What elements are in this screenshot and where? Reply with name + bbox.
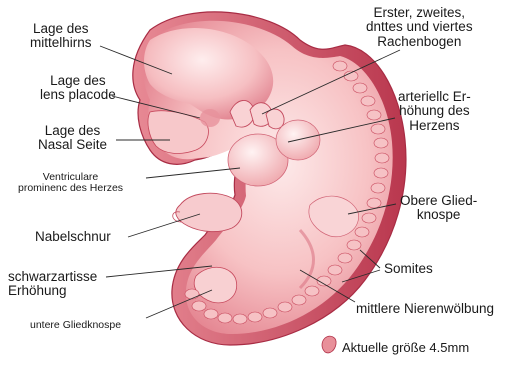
label-ventricular: Ventriculare prominenc des Herzes [18,172,123,194]
label-schwarzartisse: schwarzartisse Erhöhung [8,270,97,299]
embryo-icon [322,336,336,353]
label-somites: Somites [384,262,433,276]
label-untere-gliedknospe: untere Gliedknospe [30,320,121,331]
label-arteriell: arteriellc Er- höhung des Herzens [398,90,471,133]
lens-placode [200,109,220,127]
label-nierenwoelbung: mittlere Nierenwölbung [356,302,494,316]
label-nasal: Lage des Nasal Seite [38,124,107,153]
umbilical-cord [176,193,242,231]
size-note: Aktuelle größe 4.5mm [342,341,469,355]
label-nabelschnur: Nabelschnur [35,230,111,244]
label-obere-gliedknospe: Obere Glied- knospe [400,194,477,223]
label-lens-placode: Lage des lens placode [40,74,116,103]
label-rachenbogen: Erster, zweites, dnttes und viertes Rach… [366,6,473,49]
label-mittelhirn: Lage des mittelhirns [30,22,92,51]
